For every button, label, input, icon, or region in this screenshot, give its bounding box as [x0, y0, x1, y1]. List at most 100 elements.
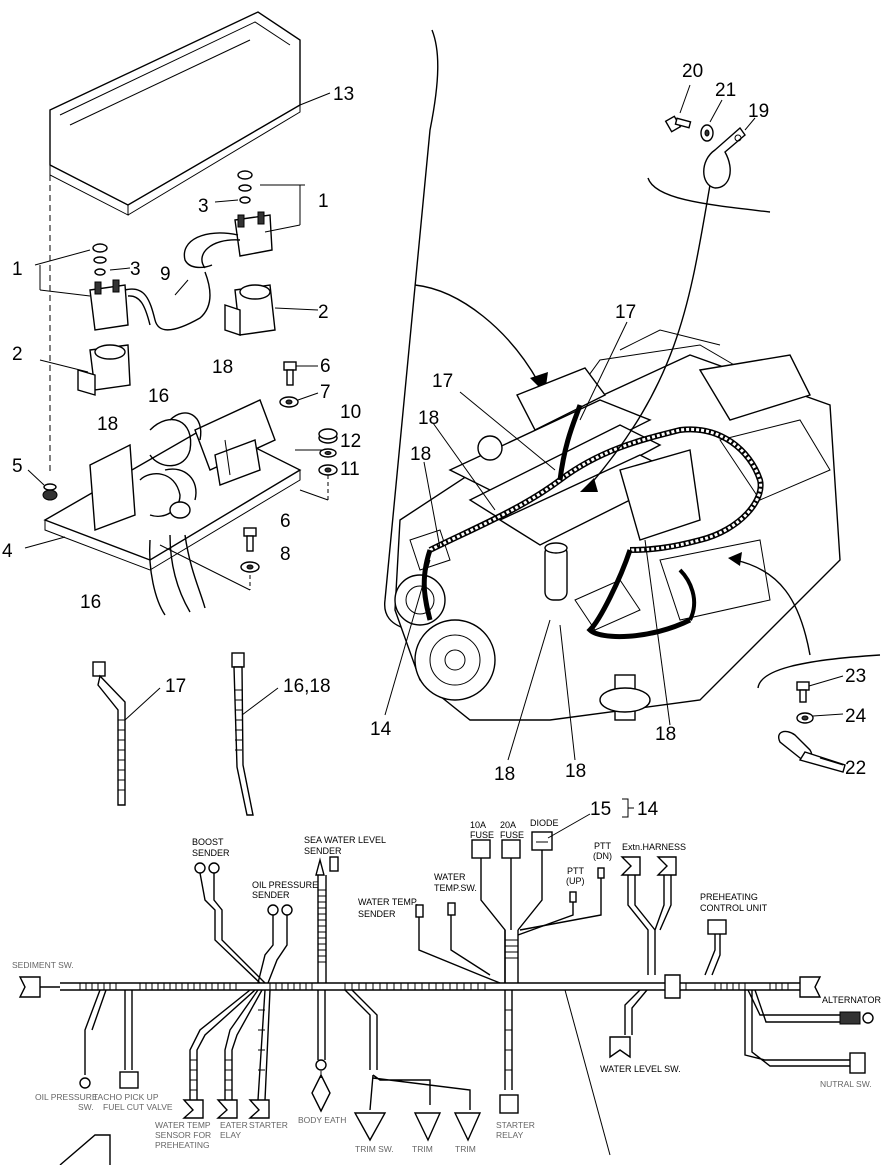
label-water-level-sw: WATER LEVEL SW. — [600, 1064, 681, 1074]
callout-4: 4 — [2, 541, 13, 562]
callout-24: 24 — [845, 706, 867, 727]
callout-6: 6 — [280, 511, 291, 532]
label-boost-sender: BOOST — [192, 837, 224, 847]
cable-tie-17 — [92, 661, 161, 806]
callout-8: 8 — [280, 544, 291, 565]
callout-14: 14 — [370, 719, 392, 740]
label-seawater-2: SENDER — [304, 846, 342, 856]
label-fuse10: 10A — [470, 820, 486, 830]
arrowhead-22 — [728, 552, 742, 566]
callout-7: 7 — [320, 382, 331, 403]
callout-18: 18 — [418, 408, 439, 429]
label-ptt-dn-2: (DN) — [593, 851, 612, 861]
label-water-temp-sensor: WATER TEMP — [155, 1120, 211, 1130]
callout-16: 16 — [80, 592, 101, 613]
label-water-temp-sensor-3: PREHEATING — [155, 1140, 210, 1150]
label-starter: STARTER — [249, 1120, 288, 1130]
callout-22: 22 — [845, 758, 866, 779]
callout-2: 2 — [12, 344, 23, 365]
washer-24 — [796, 712, 844, 724]
callout-21: 21 — [715, 80, 736, 101]
engine — [394, 329, 841, 721]
label-fuse20-2: FUSE — [500, 830, 524, 840]
engine-harness — [421, 404, 764, 639]
label-oilp-sender: OIL PRESSURE — [252, 880, 318, 890]
bracket-2-right — [224, 284, 319, 336]
callout-10: 10 — [340, 402, 361, 423]
callout-16: 16 — [148, 386, 169, 407]
label-oil-pressure-sw-2: SW. — [78, 1102, 94, 1112]
callout-6: 6 — [320, 356, 331, 377]
label-seawater: SEA WATER LEVEL — [304, 835, 386, 845]
callout-3: 3 — [130, 259, 141, 280]
label-extn-harness: Extn.HARNESS — [622, 842, 686, 852]
label-water-temp-sensor-2: SENSOR FOR — [155, 1130, 211, 1140]
label-heater-relay-2: ELAY — [220, 1130, 241, 1140]
label-tacho: TACHO PICK UP — [93, 1092, 159, 1102]
detail-19-frame — [647, 177, 771, 213]
cropped-fragment — [59, 1134, 111, 1165]
washer-12 — [319, 448, 337, 458]
label-fuel-cut: FUEL CUT VALVE — [103, 1102, 173, 1112]
clamp-22 — [778, 730, 846, 773]
label-heater-relay: EATER — [220, 1120, 248, 1130]
callout-23: 23 — [845, 666, 866, 687]
grommet-5 — [27, 469, 58, 501]
label-sediment-sw: SEDIMENT SW. — [12, 960, 74, 970]
callout-19: 19 — [748, 101, 769, 122]
callout-17: 17 — [615, 302, 636, 323]
callout-5: 5 — [12, 456, 23, 477]
label-fuse10-2: FUSE — [470, 830, 494, 840]
washer-8 — [159, 544, 260, 591]
label-body-earth: BODY EATH — [298, 1115, 346, 1125]
leader-18e — [644, 539, 671, 726]
clamp-19 — [703, 117, 756, 189]
label-water-temp-sender-2: SENDER — [358, 909, 396, 919]
label-diode: DIODE — [530, 818, 559, 828]
callout-18: 18 — [410, 444, 431, 465]
label-preheating: PREHEATING — [700, 892, 758, 902]
nut-10 — [318, 428, 338, 444]
label-trim-2: TRIM — [412, 1144, 433, 1154]
callout-3: 3 — [198, 196, 209, 217]
wire-9 — [124, 271, 211, 331]
callout-1: 1 — [12, 259, 23, 280]
cover-13 — [49, 11, 331, 216]
callout-11: 11 — [340, 459, 360, 480]
bracket-15-14 — [622, 798, 634, 818]
label-water-temp-sw-2: TEMP.SW. — [434, 883, 477, 893]
arrow-19 — [589, 184, 711, 486]
wire-9b — [127, 295, 151, 326]
base-plate-4 — [24, 399, 325, 616]
label-ptt-up: PTT — [567, 866, 585, 876]
label-water-temp-sw: WATER — [434, 872, 466, 882]
schematic-harness — [18, 813, 874, 1156]
label-boost-sender-2: SENDER — [192, 848, 230, 858]
label-oilp-sender-2: SENDER — [252, 890, 290, 900]
label-ptt-up-2: (UP) — [566, 876, 585, 886]
bracket-2-left — [39, 344, 131, 396]
callout-18: 18 — [97, 414, 118, 435]
callout-17: 17 — [432, 371, 453, 392]
callout-14: 14 — [637, 799, 659, 820]
leader-18b — [423, 461, 441, 549]
callout-18: 18 — [655, 724, 676, 745]
leader-9 — [174, 279, 189, 296]
callout-13: 13 — [333, 84, 354, 105]
leader-18c — [507, 619, 551, 761]
relay-1-right — [183, 170, 305, 269]
label-alternator: ALTERNATOR — [822, 995, 882, 1005]
cable-tie-16-18 — [231, 652, 279, 816]
callout-15: 15 — [590, 799, 611, 820]
label-water-temp-sender: WATER TEMP. — [358, 897, 418, 907]
bolt-23 — [796, 675, 844, 703]
label-starter-relay: STARTER — [496, 1120, 535, 1130]
callout-12: 12 — [340, 431, 361, 452]
bolt-6-upper — [283, 361, 318, 386]
bolt-6-lower — [243, 527, 257, 552]
callout-1: 1 — [318, 191, 329, 212]
callout-18: 18 — [565, 761, 586, 782]
label-ptt-dn: PTT — [594, 841, 612, 851]
leader-18a — [432, 422, 496, 511]
